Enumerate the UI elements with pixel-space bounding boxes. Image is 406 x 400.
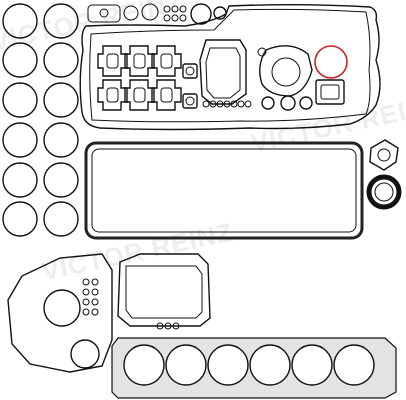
oil-cooler-small-rings — [156, 322, 180, 330]
oil-cooler-gasket-inner — [125, 265, 203, 319]
valve-cover-gasket-inner — [91, 148, 357, 233]
turbo-flange-gasket — [315, 79, 345, 105]
valve-cover-gasket — [84, 141, 364, 240]
crank-flange-gasket — [369, 139, 399, 171]
small-seals-row — [87, 3, 227, 25]
water-pump-opening — [271, 57, 301, 87]
cylinder-head-gasket — [111, 337, 397, 399]
exhaust-manifold-gaskets — [97, 45, 182, 111]
oil-sump-gasket — [79, 4, 381, 131]
timing-case-gasket — [7, 253, 113, 373]
crankshaft-seal — [366, 174, 402, 210]
timing-cover-gasket-inner — [205, 47, 241, 99]
oil-sump-gasket-inner — [89, 8, 371, 123]
oil-cooler-gasket — [117, 253, 211, 327]
red-sealing-ring — [314, 45, 348, 79]
timing-case-opening-lower — [70, 339, 100, 369]
timing-case-opening — [43, 289, 81, 327]
watermark-top: VICTOR REINZ — [0, 0, 186, 57]
timing-case-small-rings — [82, 278, 99, 316]
timing-cover-gasket — [199, 39, 247, 105]
water-pump-gasket — [259, 45, 313, 97]
small-rings-center — [261, 95, 313, 111]
flange-gaskets — [182, 63, 198, 109]
timing-cover-small-rings — [202, 100, 252, 108]
watermark-middle: VICTOR REINZ — [39, 217, 236, 287]
cylinder-liner-o-rings — [2, 3, 79, 237]
